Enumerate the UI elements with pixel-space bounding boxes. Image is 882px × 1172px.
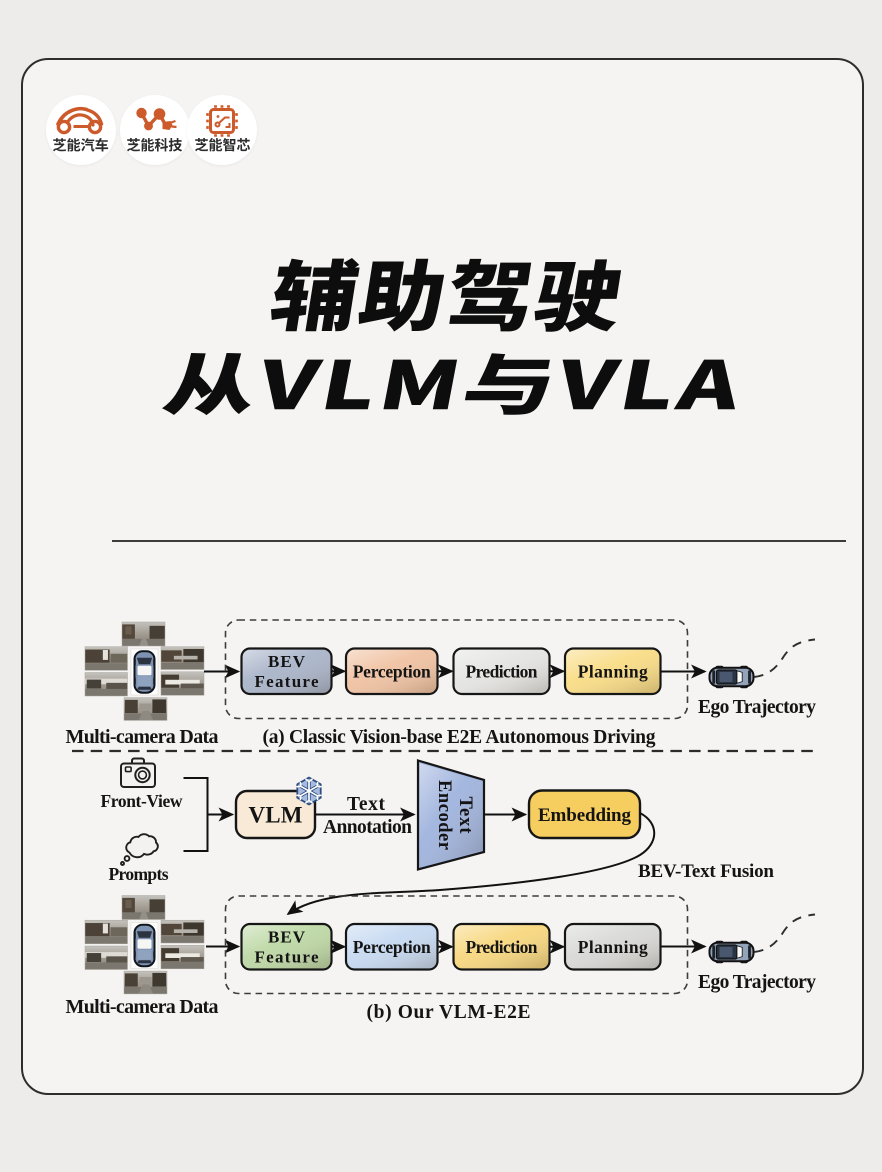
merge-bracket — [183, 777, 209, 852]
box-label: Prediction — [466, 937, 538, 957]
vlm-label: VLM — [249, 803, 303, 828]
badge-label-2: 芝能智芯 — [194, 137, 250, 151]
box-label: Feature — [255, 672, 319, 691]
ego-car-a — [708, 665, 755, 689]
ego-car-b — [708, 940, 755, 964]
camera-icon — [120, 757, 156, 788]
chip-logo-icon — [206, 105, 238, 137]
dashed-frame-a — [224, 619, 689, 720]
box-label: Perception — [353, 661, 431, 681]
trajectory-path — [753, 638, 816, 678]
logo-badges-icons — [56, 105, 238, 137]
fusion-curve — [286, 812, 656, 915]
title-line-1: 辅助驾驶 — [271, 258, 622, 332]
input-label-a: Multi-camera Data — [66, 726, 219, 748]
prompts-label: Prompts — [109, 864, 169, 884]
dashed-frame-b — [224, 895, 689, 995]
logo-badge-1 — [119, 95, 190, 165]
badge-label-0: 芝能汽车 — [53, 137, 109, 151]
box-label: Prediction — [466, 661, 538, 681]
caption-a: (a) Classic Vision-base E2E Autonomous D… — [263, 727, 656, 748]
badge-label-1: 芝能科技 — [127, 137, 183, 151]
output-label-a: Ego Trajectory — [698, 697, 816, 718]
molecule-logo-icon — [136, 107, 177, 131]
encoder-label-line2: Encoder — [434, 780, 454, 850]
box-label: BEV — [268, 652, 306, 671]
encoder-label-line1: Text — [455, 797, 475, 835]
top-view-car — [133, 923, 156, 968]
diagram-row-a: Multi-camera Data BEV Feature Perception… — [66, 619, 816, 748]
output-label-b: Ego Trajectory — [698, 972, 816, 993]
front-view-label: Front-View — [101, 791, 183, 811]
multi-camera-collage — [84, 621, 205, 721]
fusion-label: BEV-Text Fusion — [638, 861, 774, 882]
embedding-label: Embedding — [538, 805, 632, 826]
diagram-row-b: Multi-camera Data BEV Feature Perception… — [66, 895, 816, 1023]
title-line-2: 从VLM与VLA — [162, 353, 735, 416]
diagram-vlm-branch: Front-View Prompts VLM Text Annotation T… — [101, 757, 774, 915]
thought-bubble-icon — [120, 833, 159, 866]
top-view-car — [133, 650, 156, 694]
car-logo-icon — [56, 106, 104, 135]
embedding-box — [527, 789, 642, 840]
text-annotation-line1: Text — [347, 794, 386, 815]
text-annotation-line2: Annotation — [323, 817, 412, 838]
trajectory-path — [753, 913, 816, 953]
input-label-b: Multi-camera Data — [66, 996, 219, 1018]
title-divider-line — [112, 540, 846, 542]
caption-b: (b) Our VLM-E2E — [367, 1002, 531, 1023]
multi-camera-collage — [84, 895, 205, 995]
logo-badge-0 — [45, 95, 116, 165]
box-label: Planning — [578, 661, 648, 681]
box-label: Feature — [255, 947, 319, 966]
box-label: Planning — [578, 937, 648, 957]
box-label: Perception — [353, 937, 431, 957]
box-label: BEV — [268, 927, 306, 946]
snowflake-icon — [296, 776, 322, 806]
